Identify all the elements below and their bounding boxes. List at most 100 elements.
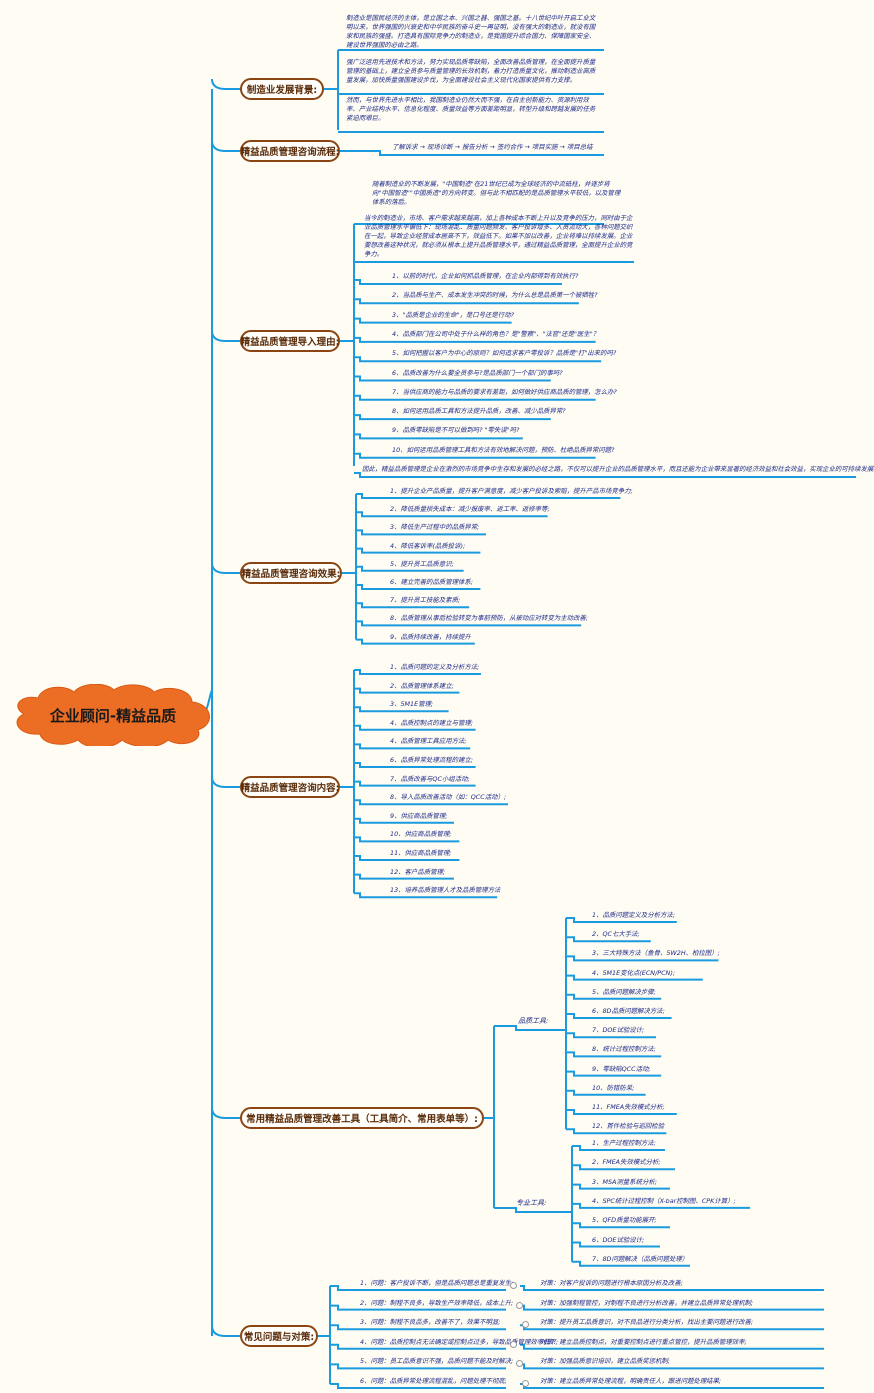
issue-countermeasure: 对策：对客户投诉的问题进行根本原因分析及改善; <box>540 1279 683 1287</box>
reason-question: 2、当品质与生产、成本发生冲突的时候，为什么总是品质第一个被牺牲? <box>392 291 598 300</box>
reason-question: 9、品质零缺陷是不可以做到吗? "零失误"吗? <box>392 426 520 435</box>
connector-line <box>356 620 582 627</box>
branch-b1-topic[interactable]: 制造业发展背景: <box>240 78 324 100</box>
connector-line <box>354 279 562 285</box>
quality-tool-item: 12、首件检验与巡回检验 <box>592 1122 665 1131</box>
issue-countermeasure: 对策：建立品质控制点，对重要控制点进行重点管控，提升品质管理效率; <box>540 1337 747 1346</box>
reason-question: 5、如何把握以客户为中心的原则？如何追求客户零投诉？品质是"打"出来的吗? <box>392 349 617 358</box>
connector-line <box>356 602 470 609</box>
issue-question: 5、问题：员工品质意识不强，品质问题不能及时解决; <box>360 1357 514 1366</box>
connector-line <box>354 873 454 880</box>
connector-line <box>566 955 719 962</box>
content-item: 3、5M1E管理; <box>390 700 434 709</box>
connector-line <box>520 1343 824 1350</box>
issue-question: 6、问题：品质异常处理流程混乱，问题处理不彻底; <box>360 1377 507 1385</box>
quality-tool-item: 7、DOE试验设计; <box>592 1026 645 1035</box>
reason-question: 10、如何运用品质管理工具和方法有效地解决问题，预防、杜绝品质异常问题? <box>392 445 615 454</box>
connector-line <box>354 799 508 806</box>
content-item: 6、品质异常处理流程的建立; <box>390 756 473 764</box>
connector-line <box>354 855 460 861</box>
tool-group-quality-label: 品质工具: <box>518 1017 549 1025</box>
connector-line <box>354 452 596 459</box>
connector-line <box>572 1164 675 1171</box>
connector-line <box>566 993 662 1000</box>
connector-line <box>356 584 481 590</box>
connector-line <box>354 414 551 421</box>
branch-b7-topic[interactable]: 常见问题与对策: <box>240 1325 318 1347</box>
content-item: 13、培养品质管理人才及品质管理方法 <box>390 886 501 895</box>
connector-line <box>572 1202 750 1209</box>
effect-item: 8、品质管理从事后检验转变为事前预防，从被动应对转变为主动改善; <box>390 614 588 623</box>
quality-tool-item: 1、品质问题定义及分析方法; <box>592 911 675 919</box>
connector-line <box>566 1032 656 1039</box>
content-item: 2、品质管理体系建立; <box>390 681 454 690</box>
connector-line <box>494 1025 548 1031</box>
connector-curve <box>211 140 240 152</box>
professional-tool-item: 4、SPC统计过程控制（X-bar控制图、CPK计算）; <box>592 1196 736 1205</box>
connector-line <box>330 1343 506 1350</box>
root-topic[interactable]: 企业顾问-精益品质 <box>49 706 177 725</box>
connector-line <box>356 493 621 499</box>
connector-line <box>572 1145 665 1151</box>
effect-item: 7、提升员工技能及素质; <box>390 596 461 605</box>
connector-line <box>354 356 602 363</box>
connector-line <box>354 724 476 731</box>
marker-circle-icon <box>522 1321 529 1329</box>
quality-tool-item: 10、防错防呆; <box>592 1083 635 1092</box>
branch-b6-topic[interactable]: 常用精益品质管理改善工具（工具简介、常用表单等）: <box>240 1107 484 1129</box>
connector-line <box>356 529 486 536</box>
connector-line <box>354 317 512 324</box>
reason-question: 1、以前的时代，企业如何抓品质管理，在企业内部得到有效执行? <box>392 272 579 280</box>
connector-line <box>354 298 579 305</box>
connector-line <box>566 1051 662 1058</box>
connector-line <box>330 1304 506 1311</box>
content-item: 10、供应商品质管理; <box>390 830 452 839</box>
quality-tool-item: 4、5M1E变化点(ECN/PCN); <box>592 968 675 977</box>
connector-line <box>494 1207 556 1213</box>
professional-tool-item: 5、QFD质量功能展开; <box>592 1216 657 1225</box>
marker-circle-icon <box>510 1282 517 1289</box>
connector-line <box>566 1109 677 1115</box>
content-item: 11、供应商品质管理; <box>390 849 452 857</box>
reason-question: 8、如何运用品质工具和方法提升品质，改善、减少品质异常? <box>392 407 566 416</box>
branch-b2-topic[interactable]: 精益品质管理咨询流程: <box>240 140 340 162</box>
effect-item: 1、提升企业产品质量，提升客户满意度，减少客户投诉及索赔，提升产品市场竞争力; <box>390 487 633 495</box>
quality-tool-item: 11、FMEA失效模式分析; <box>592 1103 665 1111</box>
root-cloud-shape <box>16 684 210 746</box>
connector-line <box>354 817 454 824</box>
reason-question: 7、当供应商的能力与品质的要求有差距，如何做好供应商品质的管理，怎么办? <box>392 387 617 396</box>
reason-intro-paragraph: 随着制造业的不断发展，"中国制造"在21世纪已成为全球经济的中流砥柱，并逐步将向… <box>372 180 621 206</box>
connector-line <box>354 762 476 768</box>
branch-b5-topic[interactable]: 精益品质管理咨询内容: <box>240 776 340 798</box>
connector-line <box>354 687 460 694</box>
connector-line <box>566 936 651 943</box>
connector-line <box>354 780 476 787</box>
issue-countermeasure: 对策：提升员工品质意识，对不良品进行分类分析，找出主要问题进行改善; <box>540 1318 754 1327</box>
connector-line <box>356 547 481 554</box>
quality-tool-item: 2、QC七大手法; <box>592 930 640 939</box>
connector-line <box>572 1241 660 1248</box>
issue-question: 1、问题：客户投诉不断，但是品质问题总是重复发生; <box>360 1279 514 1287</box>
connector-curve <box>211 330 240 342</box>
branch-b3-topic[interactable]: 精益品质管理导入理由: <box>240 330 340 352</box>
issue-question: 2、问题：制程不良多，导致生产效率降低，成本上升; <box>360 1298 514 1307</box>
quality-tool-item: 9、零缺陷QCC活动; <box>592 1064 651 1073</box>
content-item: 8、导入品质改善活动（如：QCC活动）; <box>390 793 507 802</box>
reason-context-paragraph: 当今的制造业，市场、客户需求越来越高，加上各种成本不断上升以及竞争的压力，同时由… <box>364 214 633 258</box>
connector-line <box>566 1070 662 1077</box>
background-paragraph: 然而，与世界先进水平相比，我国制造业仍然大而不强，在自主创新能力、资源利用效率、… <box>346 96 596 122</box>
connector-line <box>572 1260 690 1267</box>
connector-line <box>340 150 604 156</box>
branch-b4-topic[interactable]: 精益品质管理咨询效果: <box>240 562 342 584</box>
connector-line <box>572 1183 670 1190</box>
connector-line <box>354 336 596 343</box>
quality-tool-item: 6、8D品质问题解决方法; <box>592 1007 665 1015</box>
professional-tool-item: 6、DOE试验设计; <box>592 1235 645 1244</box>
content-item: 7、品质改善与QC小组活动; <box>390 774 470 783</box>
connector-line <box>566 1089 646 1096</box>
marker-circle-icon <box>516 1301 523 1309</box>
connector-line <box>566 917 677 923</box>
connector-line <box>330 1285 506 1291</box>
connector-curve <box>211 776 240 788</box>
effect-item: 4、降低客诉率(品质投诉); <box>390 541 466 550</box>
